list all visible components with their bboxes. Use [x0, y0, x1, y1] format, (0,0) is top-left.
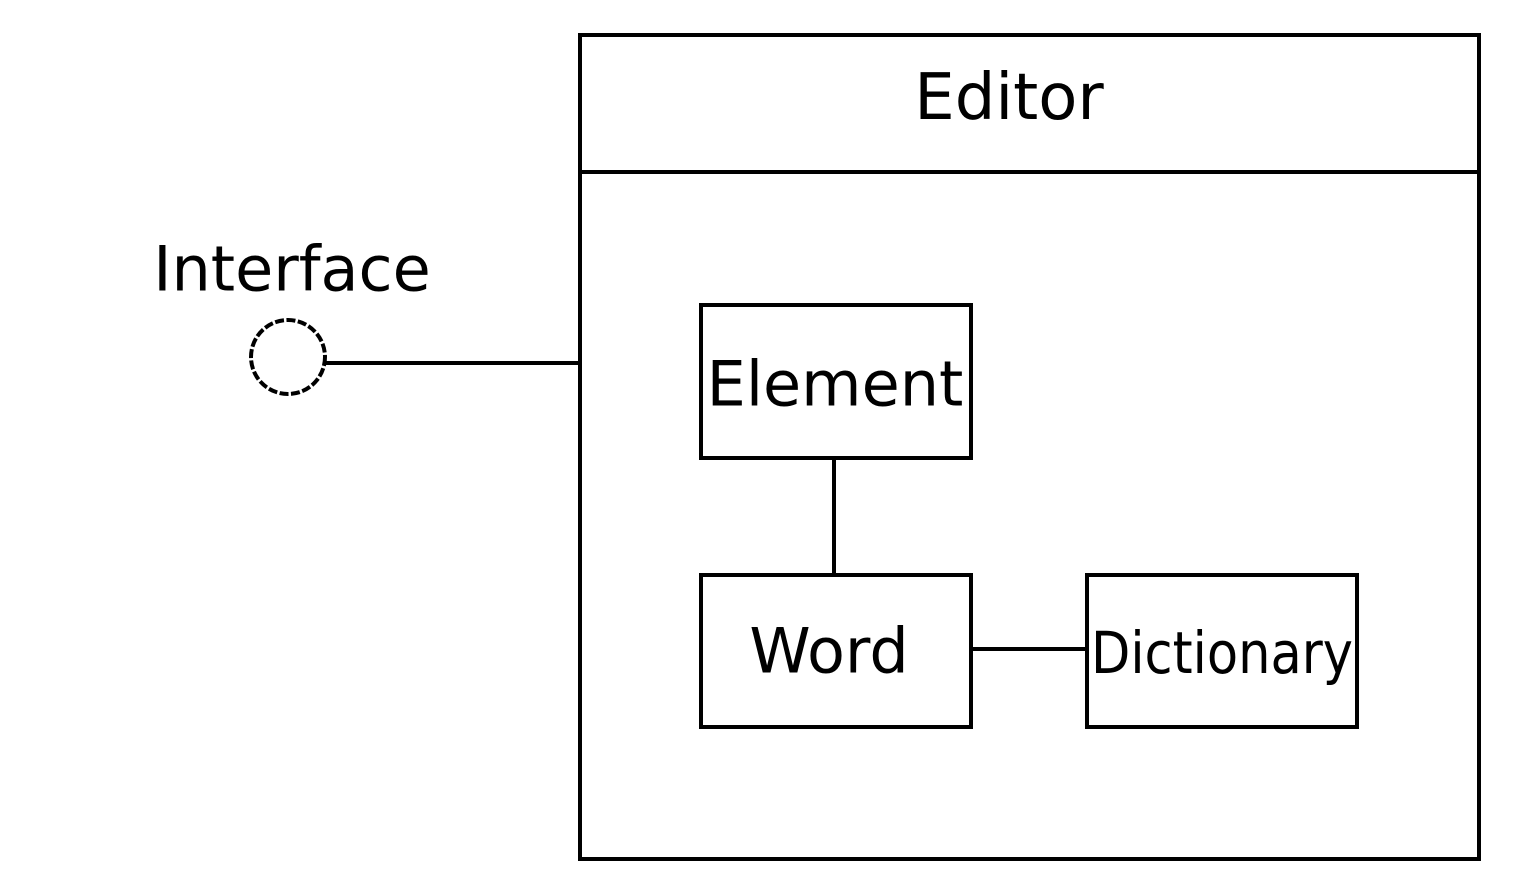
element-label: Element [707, 348, 964, 421]
editor-frame [578, 33, 1481, 861]
dictionary-box [1085, 573, 1359, 729]
interface-port[interactable]: Interface [153, 233, 580, 396]
interface-lollipop-icon [249, 318, 327, 396]
dictionary-component[interactable]: Dictionary [1085, 573, 1359, 729]
word-label: Word [749, 615, 908, 688]
element-component[interactable]: Element [699, 303, 973, 460]
interface-label: Interface [153, 233, 431, 306]
word-component[interactable]: Word [699, 573, 973, 729]
dictionary-label: Dictionary [1091, 619, 1353, 687]
editor-title: Editor [914, 61, 1104, 135]
editor-component[interactable]: Editor [578, 33, 1481, 861]
